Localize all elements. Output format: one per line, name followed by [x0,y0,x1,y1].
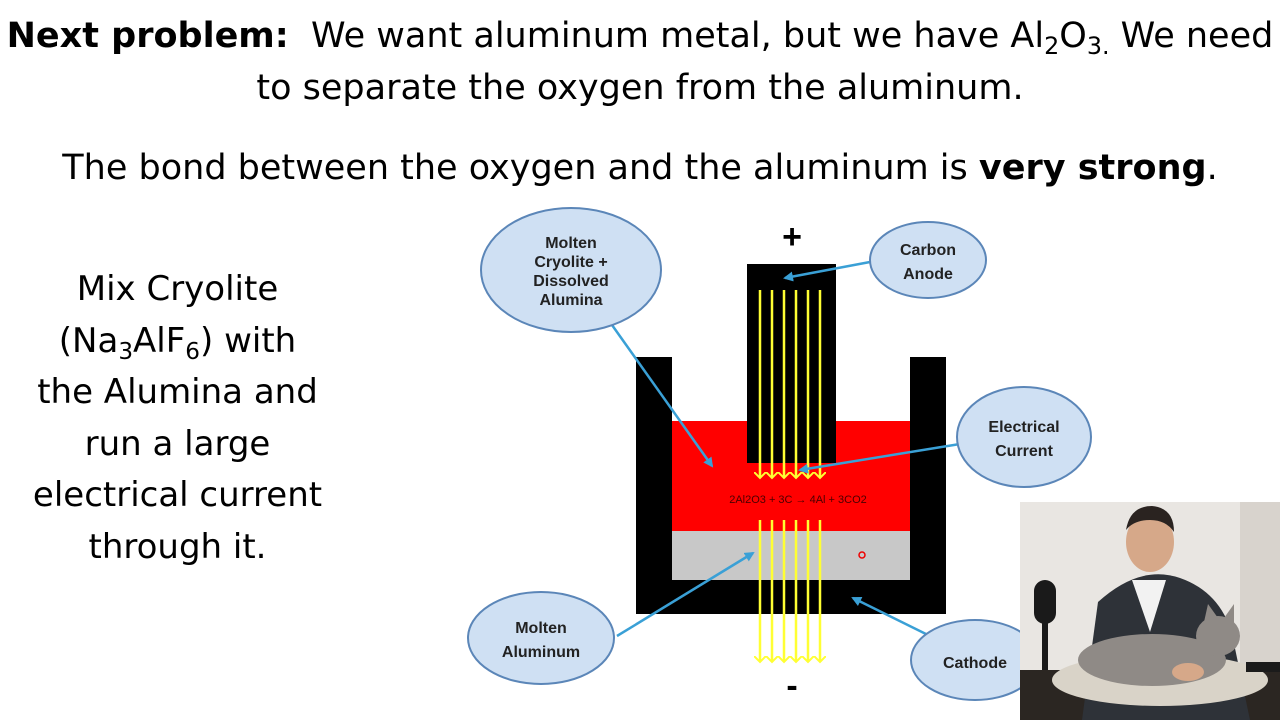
current-lines [760,290,820,662]
heading-subscript-2: 2 [1044,32,1060,61]
bubble-electrical-current-line-1: Electrical [988,419,1059,436]
bubble-molten-cryolite-line-2: Cryolite + [534,254,607,271]
microphone-icon [1034,580,1056,624]
subtitle-bold: very strong [978,148,1207,188]
instruction-line-3: the Alumina and [37,372,318,412]
heading-line-2: to separate the oxygen from the aluminum… [256,68,1024,108]
cursor-dot [858,551,866,559]
reaction-equation: 2Al2O3 + 3C → 4Al + 3CO2 [729,494,867,506]
instruction-alf: AlF [133,320,186,361]
heading-subscript-3: 3. [1086,32,1110,61]
molten-aluminum-layer [672,531,910,580]
slide-subtitle: The bond between the oxygen and the alum… [0,143,1280,193]
instruction-with: ) with [200,320,297,361]
subtitle-end: . [1206,148,1218,188]
bubble-electrical-current: Electrical Current [956,386,1092,488]
bubble-molten-aluminum-line-2: Aluminum [502,644,580,661]
instruction-line-1: Mix Cryolite [76,269,279,309]
bubble-carbon-anode: Carbon Anode [869,221,987,299]
instruction-na: (Na [58,320,119,361]
instruction-line-4: run a large [84,423,271,464]
slide-heading: Next problem: We want aluminum metal, bu… [0,10,1280,114]
cell-container [636,357,946,614]
instruction-sub-3: 3 [118,338,134,365]
instruction-line-6: through it. [88,526,267,567]
heading-text-c: We need [1109,16,1274,56]
bubble-carbon-anode-line-2: Anode [903,266,953,283]
presenter-webcam [1020,502,1280,720]
instruction-text: Mix Cryolite (Na3AlF6) with the Alumina … [20,264,335,573]
bubble-electrical-current-line-2: Current [995,443,1053,460]
subtitle-text: The bond between the oxygen and the alum… [62,148,979,188]
bubble-molten-cryolite-line-1: Molten [545,235,597,252]
bubble-molten-aluminum: Molten Aluminum [467,591,615,685]
instruction-line-5: electrical current [32,475,323,515]
heading-text-a: We want aluminum metal, but we have Al [311,16,1045,56]
bubble-cathode-line-1: Cathode [943,655,1007,672]
bubble-carbon-anode-line-1: Carbon [900,242,956,259]
heading-text-b: O [1059,16,1087,56]
minus-sign: - [786,667,797,705]
bubble-molten-cryolite: Molten Cryolite + Dissolved Alumina [480,207,662,333]
instruction-sub-6: 6 [185,338,200,365]
pointer-arrows [610,260,961,638]
bubble-molten-aluminum-line-1: Molten [515,620,567,637]
bubble-molten-cryolite-line-3: Dissolved [533,273,609,290]
presenter-video [1020,502,1280,720]
plus-sign: + [782,218,802,256]
instruction-line-2: (Na3AlF6) with [20,316,335,368]
heading-label: Next problem: [6,16,289,56]
bubble-molten-cryolite-line-4: Alumina [539,292,602,309]
